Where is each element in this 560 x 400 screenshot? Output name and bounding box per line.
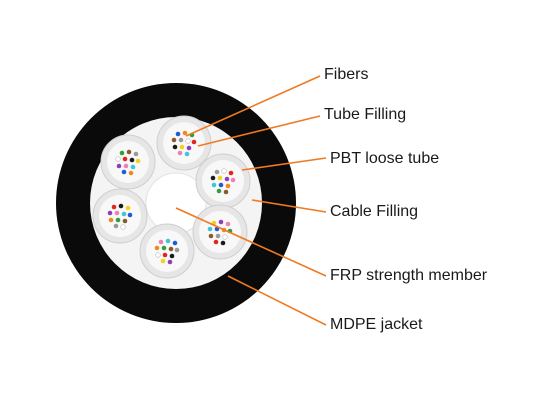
fiber <box>223 189 229 195</box>
fiber <box>129 157 135 163</box>
fiber <box>208 233 214 239</box>
label-pbt-loose-tube: PBT loose tube <box>330 150 440 167</box>
leader-line-frp-strength-member <box>175 207 327 277</box>
label-tube-filling: Tube Filling <box>324 106 407 123</box>
tube-filling <box>107 141 149 183</box>
fiber <box>122 218 128 224</box>
fiber <box>177 150 183 156</box>
fiber <box>113 223 119 229</box>
fiber <box>121 169 127 175</box>
fiber <box>228 170 234 176</box>
fiber <box>225 183 231 189</box>
leader-line-pbt-loose-tube <box>241 157 327 171</box>
fiber <box>171 137 177 143</box>
loose-tube <box>139 223 195 279</box>
fiber <box>107 210 113 216</box>
fiber <box>186 145 192 151</box>
tube-filling <box>202 160 244 202</box>
fiber <box>130 164 136 170</box>
fiber <box>191 139 197 145</box>
fiber <box>217 175 223 181</box>
loose-tube <box>156 115 212 171</box>
fiber <box>221 168 227 174</box>
fiber <box>120 224 126 230</box>
fiber <box>135 158 141 164</box>
fiber <box>230 177 236 183</box>
fiber <box>169 253 175 259</box>
label-fibers: Fibers <box>324 66 369 83</box>
fiber <box>115 217 121 223</box>
fiber <box>161 245 167 251</box>
fiber <box>174 247 180 253</box>
loose-tube <box>192 204 248 260</box>
fiber <box>123 163 129 169</box>
fiber <box>224 176 230 182</box>
fiber <box>115 156 121 162</box>
leader-line-mdpe-jacket <box>227 275 327 326</box>
fiber <box>127 212 133 218</box>
fiber <box>133 151 139 157</box>
fiber <box>172 144 178 150</box>
label-cable-filling: Cable Filling <box>330 203 419 220</box>
fiber <box>162 252 168 258</box>
fiber <box>121 211 127 217</box>
fiber <box>179 144 185 150</box>
leader-line-fibers <box>185 75 321 137</box>
fiber <box>184 151 190 157</box>
fiber <box>218 182 224 188</box>
fiber <box>160 258 166 264</box>
fiber <box>175 131 181 137</box>
fiber <box>216 188 222 194</box>
fiber <box>165 238 171 244</box>
fiber <box>122 156 128 162</box>
fiber <box>211 182 217 188</box>
fiber <box>108 217 114 223</box>
fiber <box>213 239 219 245</box>
fiber <box>178 137 184 143</box>
fiber <box>125 205 131 211</box>
tube-filling <box>163 122 205 164</box>
fiber <box>182 130 188 136</box>
fiber <box>158 239 164 245</box>
fiber <box>118 203 124 209</box>
fiber <box>220 240 226 246</box>
tube-filling <box>199 211 241 253</box>
loose-tube <box>195 153 251 209</box>
fiber <box>128 170 134 176</box>
fiber <box>218 219 224 225</box>
leader-line-cable-filling <box>251 199 327 213</box>
loose-tube <box>100 134 156 190</box>
fiber <box>225 221 231 227</box>
fiber <box>172 240 178 246</box>
fiber <box>210 175 216 181</box>
leader-lines-group <box>175 75 327 326</box>
fiber <box>185 138 191 144</box>
fiber <box>222 234 228 240</box>
tube-filling <box>99 195 141 237</box>
fiber <box>111 204 117 210</box>
leader-line-tube-filling <box>197 115 321 147</box>
tube-filling <box>146 230 188 272</box>
fiber <box>154 245 160 251</box>
fiber <box>214 169 220 175</box>
fiber <box>119 150 125 156</box>
label-mdpe-jacket: MDPE jacket <box>330 316 423 333</box>
fiber <box>215 233 221 239</box>
fiber <box>167 259 173 265</box>
fiber <box>155 252 161 258</box>
fiber <box>116 163 122 169</box>
fiber <box>126 149 132 155</box>
loose-tube <box>92 188 148 244</box>
fiber <box>168 246 174 252</box>
fiber <box>114 210 120 216</box>
label-frp-strength-member: FRP strength member <box>330 267 488 284</box>
fiber <box>207 226 213 232</box>
